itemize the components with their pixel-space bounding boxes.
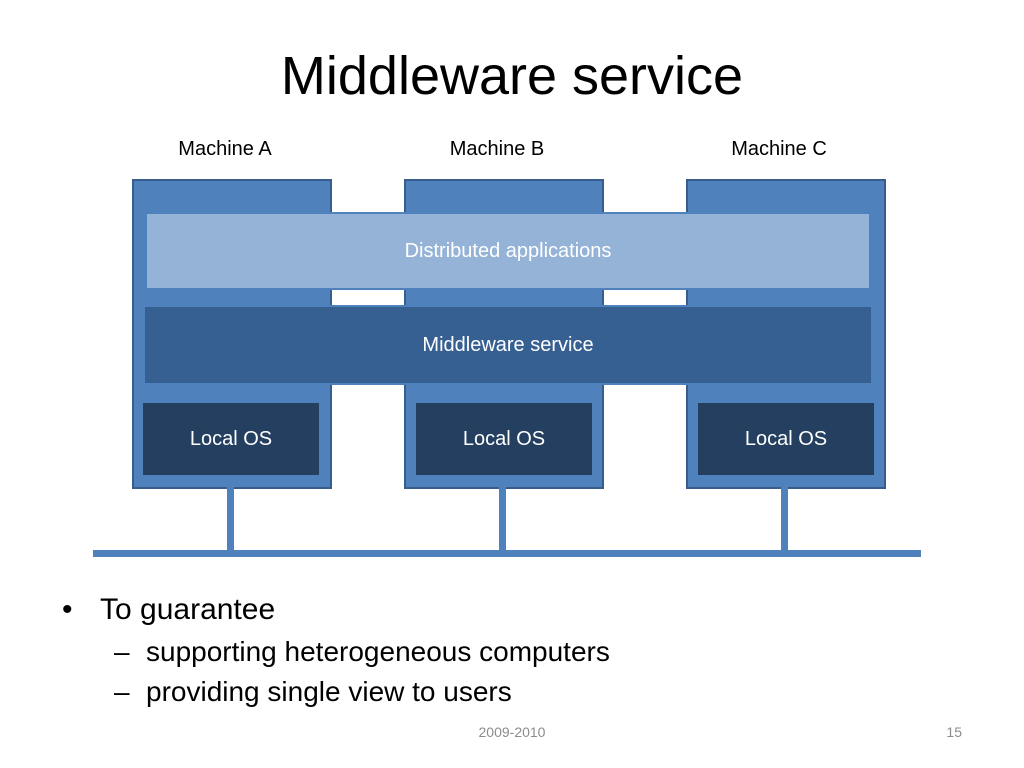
machine-b-network-link xyxy=(499,487,506,553)
sub-bullet-text: supporting heterogeneous computers xyxy=(146,636,610,667)
machine-a-network-link xyxy=(227,487,234,553)
machine-a-label: Machine A xyxy=(178,138,272,160)
distributed-applications-label: Distributed applications xyxy=(404,239,612,262)
machine-c-local-os: Local OS xyxy=(695,400,877,478)
footer-date: 2009-2010 xyxy=(478,724,546,740)
bullet-item: • To guarantee xyxy=(62,588,962,632)
machine-b-local-os: Local OS xyxy=(413,400,595,478)
page-number: 15 xyxy=(946,724,962,740)
machine-a-local-os: Local OS xyxy=(140,400,322,478)
sub-bullet-item: – supporting heterogeneous computers xyxy=(114,632,962,672)
sub-bullet-item: – providing single view to users xyxy=(114,672,962,712)
distributed-applications-layer: Distributed applications xyxy=(145,212,871,290)
bullet-marker: • xyxy=(62,593,73,626)
machine-c-network-link xyxy=(781,487,788,553)
local-os-label: Local OS xyxy=(189,427,273,450)
network-bus xyxy=(93,550,921,557)
sub-bullet-text: providing single view to users xyxy=(146,676,512,707)
dash-marker: – xyxy=(114,636,130,667)
bullet-list: • To guarantee – supporting heterogeneou… xyxy=(62,588,962,712)
bullet-text: To guarantee xyxy=(100,593,276,626)
slide-title: Middleware service xyxy=(280,46,744,106)
middleware-service-layer: Middleware service xyxy=(143,305,873,385)
middleware-service-label: Middleware service xyxy=(422,333,594,356)
machine-b-label: Machine B xyxy=(449,138,545,160)
machine-c-label: Machine C xyxy=(731,138,827,160)
dash-marker: – xyxy=(114,676,130,707)
local-os-label: Local OS xyxy=(462,427,546,450)
local-os-label: Local OS xyxy=(744,427,828,450)
